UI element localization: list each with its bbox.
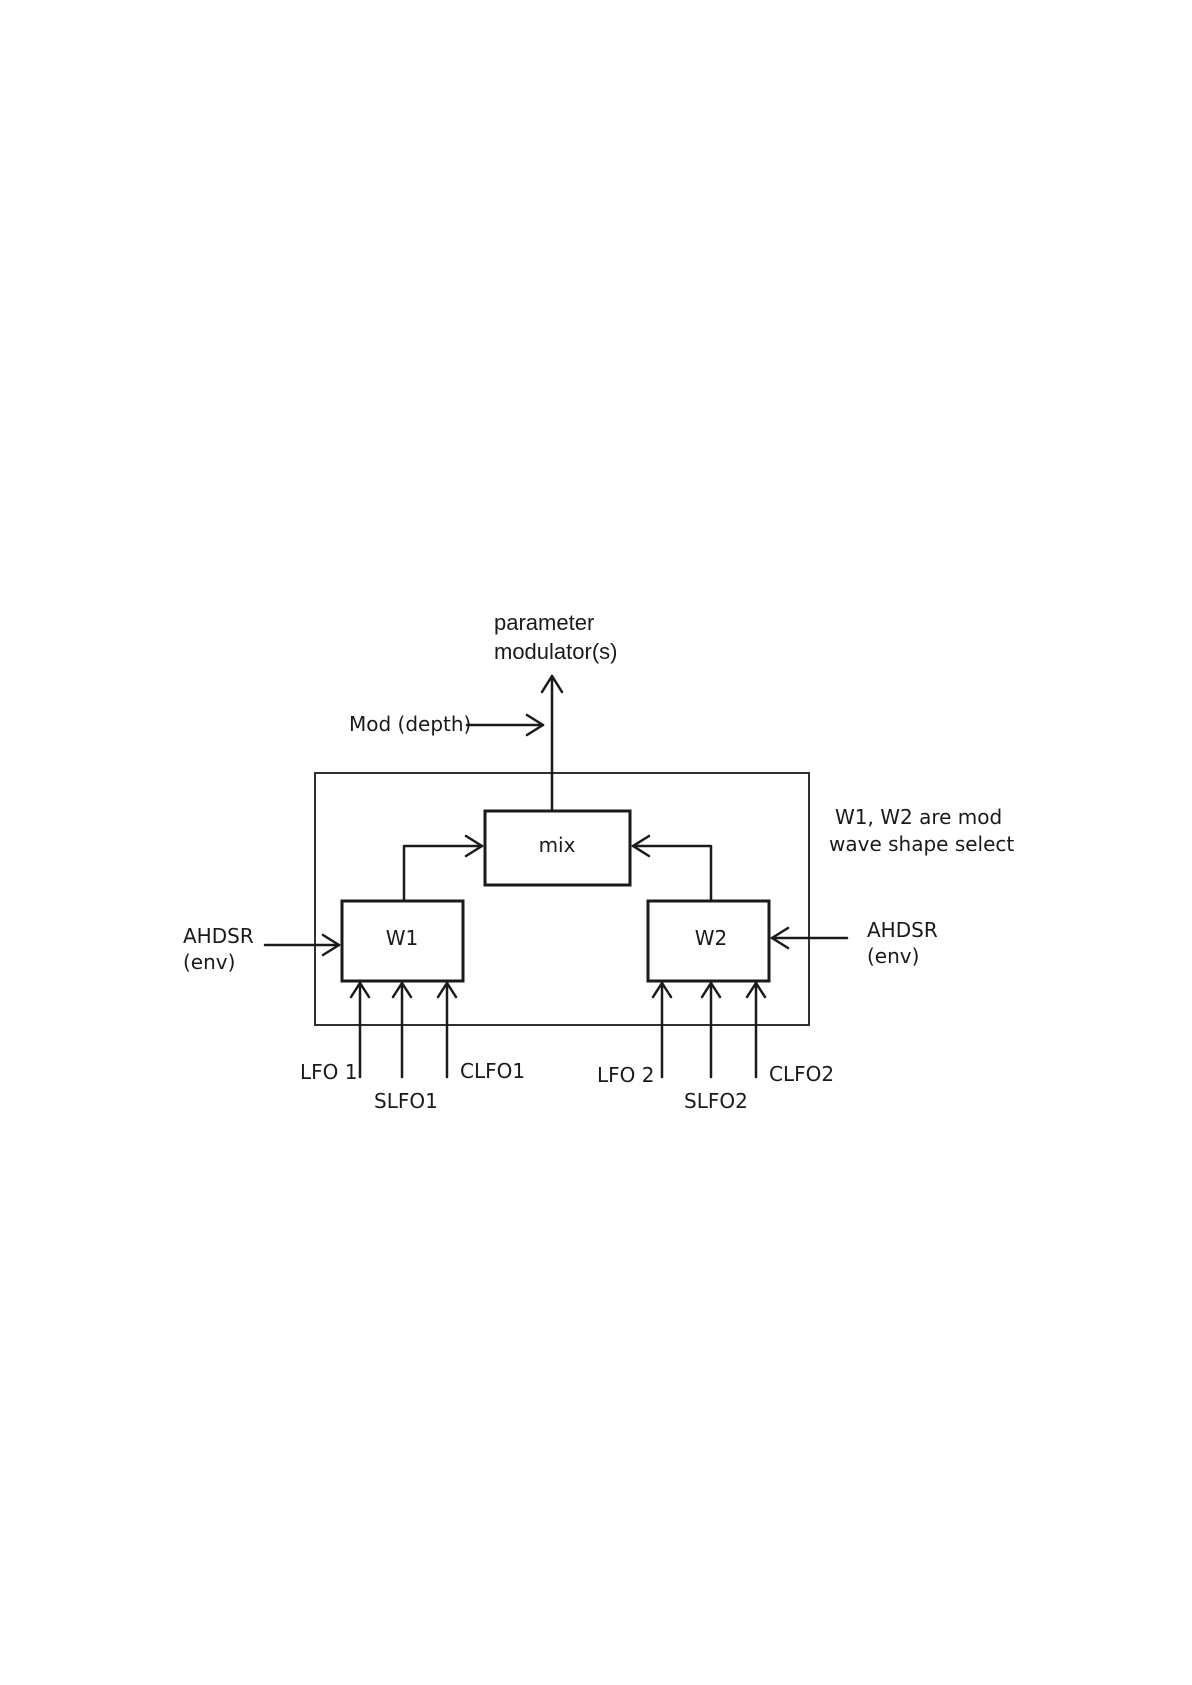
env-right-line1: AHDSR bbox=[867, 918, 938, 942]
output-label-line1: parameter bbox=[494, 610, 594, 635]
mod-depth-label: Mod (depth) bbox=[349, 712, 471, 736]
w1-clfo-arrow bbox=[438, 983, 456, 1077]
w2-clfo-arrow bbox=[747, 983, 765, 1077]
env-left-arrow bbox=[265, 935, 339, 955]
w2-block: W2 bbox=[648, 901, 769, 981]
w2-block-label: W2 bbox=[695, 926, 728, 950]
w1-clfo-label: CLFO1 bbox=[460, 1059, 525, 1083]
w2-to-mix-arrow bbox=[633, 836, 711, 901]
mod-depth-arrow bbox=[467, 715, 543, 735]
note-line2: wave shape select bbox=[829, 832, 1014, 856]
w2-slfo-label: SLFO2 bbox=[684, 1089, 748, 1113]
env-left-line2: (env) bbox=[183, 950, 235, 974]
output-arrow bbox=[542, 676, 562, 811]
mix-block-label: mix bbox=[539, 833, 576, 857]
w2-lfo-label: LFO 2 bbox=[597, 1063, 654, 1087]
w1-block-label: W1 bbox=[386, 926, 419, 950]
note-line1: W1, W2 are mod bbox=[835, 805, 1002, 829]
w2-clfo-label: CLFO2 bbox=[769, 1062, 834, 1086]
w1-to-mix-arrow bbox=[404, 836, 482, 901]
w1-block: W1 bbox=[342, 901, 463, 981]
w1-slfo-arrow bbox=[393, 983, 411, 1077]
output-label-line2: modulator(s) bbox=[494, 639, 617, 664]
env-right-line2: (env) bbox=[867, 944, 919, 968]
w1-slfo-label: SLFO1 bbox=[374, 1089, 438, 1113]
mix-block: mix bbox=[485, 811, 630, 885]
w1-lfo-label: LFO 1 bbox=[300, 1060, 357, 1084]
env-left-line1: AHDSR bbox=[183, 924, 254, 948]
w2-lfo-arrow bbox=[653, 983, 671, 1077]
w2-slfo-arrow bbox=[702, 983, 720, 1077]
